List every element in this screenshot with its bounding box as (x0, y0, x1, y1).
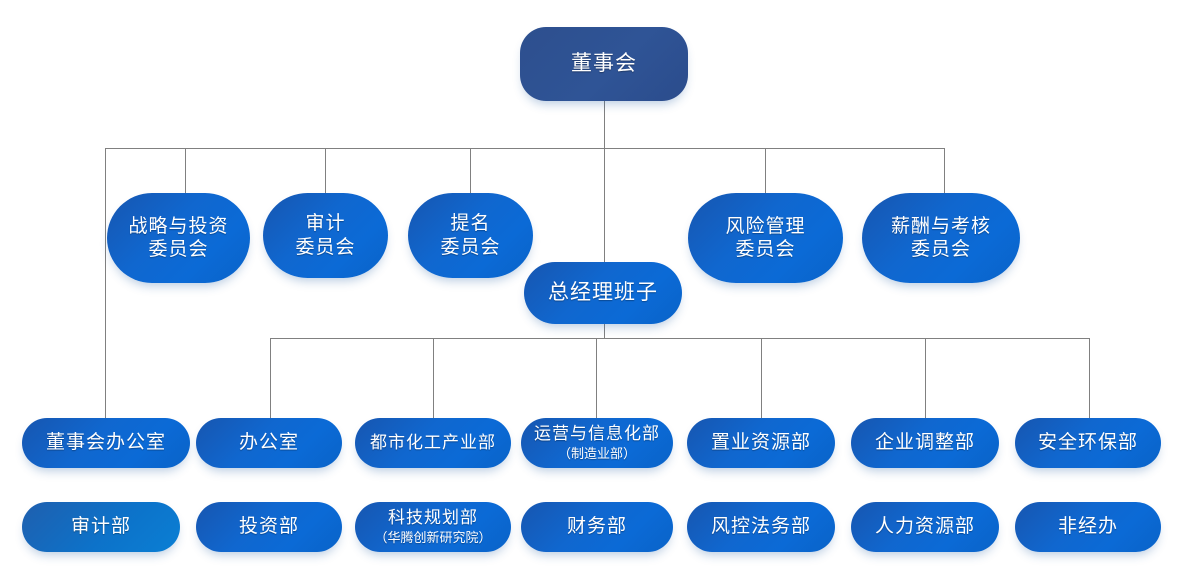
node-dept-office[interactable]: 办公室 (196, 418, 342, 468)
node-dept-audit[interactable]: 审计部 (22, 502, 180, 552)
dept-label: 企业调整部 (874, 432, 975, 454)
dept-label: 投资部 (238, 516, 299, 538)
connector-level2-bus (270, 338, 1089, 339)
node-dept-non-operating-office[interactable]: 非经办 (1015, 502, 1161, 552)
node-dept-operations-informatization[interactable]: 运营与信息化部 （制造业部） (521, 418, 673, 468)
node-dept-human-resources[interactable]: 人力资源部 (851, 502, 999, 552)
committee-label-line2: 委员会 (295, 236, 356, 258)
dept-label: 科技规划部 (388, 508, 478, 528)
dept-sublabel: （华腾创新研究院） (374, 529, 492, 545)
dept-label: 董事会办公室 (45, 432, 166, 454)
committee-label-line1: 风险管理 (725, 215, 806, 237)
dept-label: 非经办 (1057, 516, 1118, 538)
dept-label: 审计部 (70, 516, 131, 538)
connector-dept-drop-6 (1089, 338, 1090, 418)
connector-committee-drop-2 (325, 148, 326, 193)
connector-dept-drop-1 (270, 338, 271, 418)
committee-label-line2: 委员会 (735, 239, 796, 260)
dept-label: 办公室 (238, 432, 299, 454)
committee-label-line2: 委员会 (148, 239, 209, 260)
connector-dept-drop-4 (761, 338, 762, 418)
connector-dept-drop-3 (596, 338, 597, 418)
dept-sublabel: （制造业部） (557, 445, 636, 461)
dept-label: 人力资源部 (874, 516, 975, 538)
node-board-of-directors[interactable]: 董事会 (520, 27, 688, 101)
connector-dept-drop-5 (925, 338, 926, 418)
committee-label-line1: 提名 (450, 213, 491, 235)
committee-label-line2: 委员会 (910, 239, 971, 260)
dept-label: 置业资源部 (710, 432, 811, 454)
node-general-manager-team-label: 总经理班子 (548, 280, 658, 305)
node-dept-enterprise-restructuring[interactable]: 企业调整部 (851, 418, 999, 468)
node-committee-audit[interactable]: 审计 委员会 (263, 193, 388, 278)
connector-committee-drop-5 (944, 148, 945, 193)
node-dept-safety-environment[interactable]: 安全环保部 (1015, 418, 1161, 468)
committee-label-line1: 薪酬与考核 (890, 215, 991, 237)
dept-label: 财务部 (566, 516, 627, 538)
node-committee-compensation-appraisal[interactable]: 薪酬与考核 委员会 (862, 193, 1020, 283)
dept-label: 都市化工产业部 (370, 432, 496, 452)
node-dept-technology-planning[interactable]: 科技规划部 （华腾创新研究院） (355, 502, 511, 552)
connector-board-office-spine (105, 148, 106, 418)
committee-label-line1: 战略与投资 (128, 215, 229, 237)
connector-board-stem (604, 101, 605, 149)
connector-dept-drop-2 (433, 338, 434, 418)
node-dept-finance[interactable]: 财务部 (521, 502, 673, 552)
node-committee-strategy-investment[interactable]: 战略与投资 委员会 (107, 193, 250, 283)
node-dept-urban-chemical-industry[interactable]: 都市化工产业部 (355, 418, 511, 468)
node-general-manager-team[interactable]: 总经理班子 (524, 262, 682, 324)
committee-label-line2: 委员会 (440, 236, 501, 258)
dept-label: 安全环保部 (1037, 432, 1138, 454)
node-committee-nomination[interactable]: 提名 委员会 (408, 193, 533, 278)
dept-label: 风控法务部 (710, 516, 811, 538)
dept-label: 运营与信息化部 (534, 424, 660, 444)
node-dept-investment[interactable]: 投资部 (196, 502, 342, 552)
connector-gm-stem (604, 148, 605, 262)
committee-label-line1: 审计 (305, 213, 346, 235)
connector-committee-drop-1 (185, 148, 186, 193)
connector-committee-drop-4 (765, 148, 766, 193)
node-dept-board-office[interactable]: 董事会办公室 (22, 418, 190, 468)
connector-committee-drop-3 (470, 148, 471, 193)
node-board-of-directors-label: 董事会 (571, 51, 637, 76)
node-dept-property-resources[interactable]: 置业资源部 (687, 418, 835, 468)
connector-level1-bus (105, 148, 945, 149)
node-dept-risk-control-legal[interactable]: 风控法务部 (687, 502, 835, 552)
connector-gm-bottom-stem (604, 322, 605, 339)
node-committee-risk-management[interactable]: 风险管理 委员会 (688, 193, 843, 283)
